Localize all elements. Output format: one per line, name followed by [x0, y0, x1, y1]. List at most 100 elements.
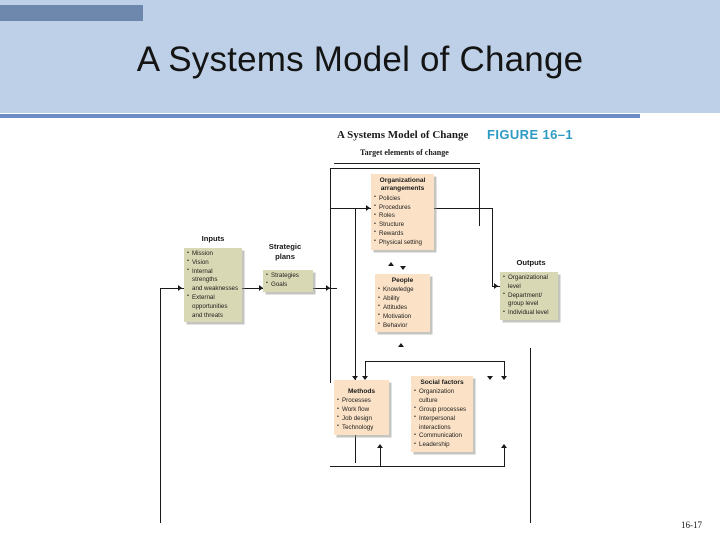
list-item: Organization: [414, 388, 470, 397]
connector-feedback-left-vertical: [160, 288, 161, 523]
list-item: Motivation: [378, 312, 427, 322]
list-item: Processes: [337, 397, 386, 406]
list-item: Behavior: [378, 321, 427, 331]
header-accent-rule: [0, 114, 640, 118]
list-item-cont: and weaknesses: [192, 285, 239, 293]
list-item-cont: opportunities: [192, 302, 228, 310]
connector-bottom-rail: [330, 466, 505, 467]
arrowhead-to-social-factors: [501, 376, 507, 380]
list-item: Strategies: [266, 272, 310, 281]
connector-mid-rail-left-down: [365, 361, 366, 379]
box-inputs-list: Mission Vision Internal strengths and we…: [187, 250, 239, 320]
list-item: Communication: [414, 432, 470, 441]
list-item: Technology: [337, 423, 386, 433]
box-methods-list: Processes Work flow Job design Technolog…: [337, 397, 386, 432]
box-organizational-arrangements[interactable]: Organizational arrangements Policies Pro…: [371, 174, 434, 250]
figure-divider-rule: [334, 163, 480, 164]
list-item-cont: group level: [508, 300, 539, 308]
list-item: Rewards: [374, 229, 431, 239]
arrowhead-bottom-to-social: [501, 444, 507, 448]
list-item: Job design: [337, 414, 386, 424]
arrowhead-people-to-org: [388, 262, 394, 266]
box-people[interactable]: People Knowledge Ability Attitudes Motiv…: [375, 274, 430, 333]
box-title: Social factors: [420, 379, 464, 386]
figure-subcaption: Target elements of change: [360, 148, 449, 157]
label-strategic-plans-line2: plans: [275, 252, 295, 261]
box-inputs[interactable]: Mission Vision Internal strengths and we…: [184, 248, 242, 323]
list-item: Policies: [374, 194, 431, 204]
box-social-factors[interactable]: Social factors Organization culture Grou…: [411, 376, 473, 452]
connector-bottom-right-up: [504, 448, 505, 466]
list-item: Work flow: [337, 406, 386, 415]
list-item: Group processes: [414, 405, 470, 415]
arrowhead-into-people-bottom: [398, 343, 404, 347]
list-item-cont: level: [508, 282, 521, 290]
figure-caption: A Systems Model of Change: [337, 129, 469, 141]
connector-mid-rail-right-down: [504, 361, 505, 379]
arrowhead-strategy-to-targets: [326, 285, 330, 291]
arrowhead-org-to-people: [400, 266, 406, 270]
connector-inputs-to-strategy: [241, 288, 263, 289]
connector-feedback-into-inputs: [160, 288, 184, 289]
connector-strategy-to-targets: [313, 288, 337, 289]
connector-outputs-feedback-down: [530, 348, 531, 523]
box-strategic-plans[interactable]: Strategies Goals: [263, 270, 313, 292]
connector-top-rail: [330, 168, 480, 169]
box-title: Methods: [347, 388, 376, 395]
list-item: Interpersonal: [414, 414, 470, 424]
connector-inner-left-rail: [355, 208, 356, 463]
list-item: Procedures: [374, 203, 431, 213]
list-item: Structure: [374, 221, 431, 230]
box-title: People: [391, 277, 414, 284]
list-item: Goals: [266, 280, 310, 290]
arrowhead-inputs-to-strategy: [259, 285, 263, 291]
box-methods[interactable]: Methods Processes Work flow Job design T…: [334, 380, 389, 435]
box-social-factors-list: Organization culture Group processes Int…: [414, 388, 470, 450]
list-item: Physical setting: [374, 238, 431, 248]
arrowhead-into-org-arrangements: [366, 205, 370, 211]
connector-strategy-vertical: [330, 168, 331, 383]
list-item: Mission: [187, 250, 239, 259]
box-outputs[interactable]: Organizational level Department/ group l…: [500, 272, 558, 320]
connector-bottom-methods-up: [380, 448, 381, 466]
page-title: A Systems Model of Change: [136, 40, 584, 79]
list-item: Attitudes: [378, 303, 427, 313]
list-item: Roles: [374, 212, 431, 221]
arrowhead-into-outputs: [494, 283, 498, 289]
connector-mid-rail: [365, 361, 505, 362]
figure-number: FIGURE 16–1: [487, 127, 574, 142]
list-item: Department/: [503, 291, 555, 301]
list-item-cont: culture: [419, 397, 438, 405]
box-title-line2: arrangements: [380, 185, 425, 193]
box-outputs-list: Organizational level Department/ group l…: [503, 274, 555, 318]
list-item: Leadership: [414, 441, 470, 450]
arrowhead-rail-to-social: [487, 376, 493, 380]
label-outputs: Outputs: [516, 258, 546, 267]
label-strategic-plans-line1: Strategic: [268, 242, 302, 251]
list-item-cont: interactions: [419, 423, 451, 431]
list-item-cont: and threats: [192, 311, 223, 319]
arrowhead-bottom-to-methods: [377, 444, 383, 448]
list-item: Vision: [187, 258, 239, 268]
header-accent-tab: [0, 5, 143, 21]
connector-into-org-arrangements: [355, 208, 371, 209]
list-item: Knowledge: [378, 286, 427, 295]
figure-container: A Systems Model of Change FIGURE 16–1 Ta…: [0, 118, 720, 523]
box-org-arrangements-list: Policies Procedures Roles Structure Rewa…: [374, 194, 431, 248]
connector-top-right-down: [479, 168, 480, 226]
connector-rail-to-org-arrangements: [330, 208, 356, 209]
label-inputs: Inputs: [201, 234, 225, 243]
arrowhead-to-methods: [362, 376, 368, 380]
page-number: 16-17: [681, 520, 702, 530]
connector-org-to-outputs: [434, 208, 492, 209]
list-item: Organizational: [503, 274, 555, 283]
list-item: Ability: [378, 295, 427, 304]
list-item: Internal strengths: [187, 267, 239, 286]
box-title: Organizational: [379, 177, 426, 184]
arrowhead-feedback-into-inputs: [178, 285, 182, 291]
arrowhead-rail-to-methods: [352, 376, 358, 380]
box-strategic-plans-list: Strategies Goals: [266, 272, 310, 290]
box-people-list: Knowledge Ability Attitudes Motivation B…: [378, 286, 427, 330]
list-item: External: [187, 293, 239, 303]
connector-outputs-feed-vertical: [492, 208, 493, 286]
